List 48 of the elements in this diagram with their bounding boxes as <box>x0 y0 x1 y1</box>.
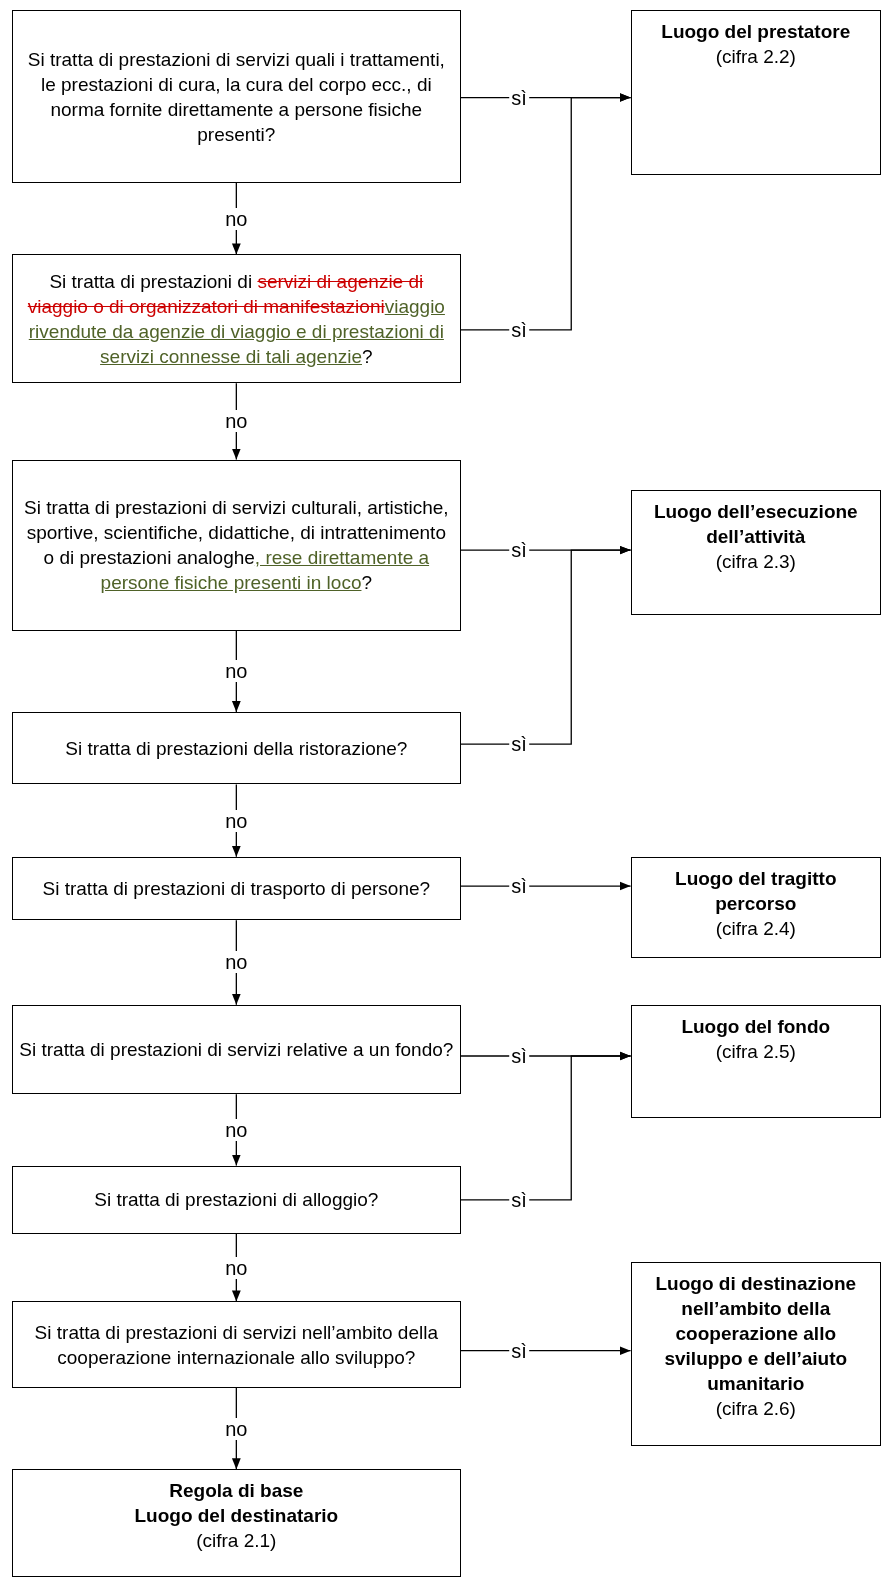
reference-text: (cifra 2.4) <box>715 916 796 941</box>
question-text: Si tratta di prestazioni di servizi culturali, artistiche, sportive, scientifiche, didattiche, di intrattenimento o di prestazioni analoghe, rese direttamente a persone fisiche presenti in loco? <box>23 496 450 596</box>
arrow <box>459 1051 632 1201</box>
decision-box <box>12 1301 461 1388</box>
reference-text: (cifra 2.6) <box>715 1397 796 1422</box>
result-title: Luogo dell’esecuzione dell’attività <box>652 499 859 549</box>
result-box <box>630 1262 881 1447</box>
reference-text: (cifra 2.5) <box>715 1039 796 1064</box>
result-box <box>630 10 881 175</box>
decision-box <box>12 10 461 183</box>
result-title: Luogo del fondo <box>681 1014 831 1039</box>
result-title: Luogo del tragitto percorso <box>674 866 838 916</box>
result-title: Regola di base <box>169 1479 304 1504</box>
edge-label: no <box>223 207 250 230</box>
question-text: Si tratta di prestazioni di trasporto di persone? <box>42 877 431 902</box>
edge-label: no <box>223 1118 250 1141</box>
arrow <box>459 545 632 745</box>
question-text: Si tratta di prestazioni di alloggio? <box>94 1188 379 1213</box>
decision-box <box>12 712 461 785</box>
reference-text: (cifra 2.1) <box>196 1529 277 1554</box>
result-title: Luogo del prestatore <box>661 20 851 45</box>
arrow <box>459 93 632 331</box>
edge-label: no <box>223 660 250 683</box>
question-text: Si tratta di prestazioni della ristorazione? <box>65 736 408 761</box>
question-text: Si tratta di prestazioni di servizi nell’ambito della cooperazione internazionale allo sviluppo? <box>33 1320 440 1370</box>
arrow <box>459 881 632 891</box>
decision-box <box>12 856 461 921</box>
question-text: Si tratta di prestazioni di servizi di agenzie di viaggio o di organizzatori di manifestazioniviaggio rivendute da agenzie di viaggio e di prestazioni di servizi connesse di tali agenzie? <box>26 269 446 369</box>
edge-label: no <box>223 1256 250 1279</box>
edge-label: no <box>223 1417 250 1440</box>
edge-label: no <box>223 951 250 974</box>
question-text: Si tratta di prestazioni di servizi quali i trattamenti, le prestazioni di cura, la cura del corpo ecc., di norma fornite direttamente a persone fisiche presenti? <box>26 47 446 147</box>
result-box <box>630 1004 881 1119</box>
result-box <box>12 1469 461 1577</box>
reference-text: (cifra 2.2) <box>715 45 796 70</box>
result-title: Luogo di destinazione nell’ambito della cooperazione allo sviluppo e dell’aiuto umanitario <box>654 1272 858 1397</box>
question-text: Si tratta di prestazioni di servizi relative a un fondo? <box>19 1037 454 1062</box>
result-box <box>630 489 881 616</box>
edge-label: no <box>223 809 250 832</box>
decision-box <box>12 254 461 384</box>
decision-box <box>12 459 461 631</box>
reference-text: (cifra 2.3) <box>715 549 796 574</box>
decision-box <box>12 1165 461 1234</box>
result-title: Luogo del destinatario <box>134 1504 339 1529</box>
decision-box <box>12 1004 461 1095</box>
arrow <box>459 1346 632 1356</box>
edge-label: no <box>223 410 250 433</box>
result-box <box>630 856 881 959</box>
